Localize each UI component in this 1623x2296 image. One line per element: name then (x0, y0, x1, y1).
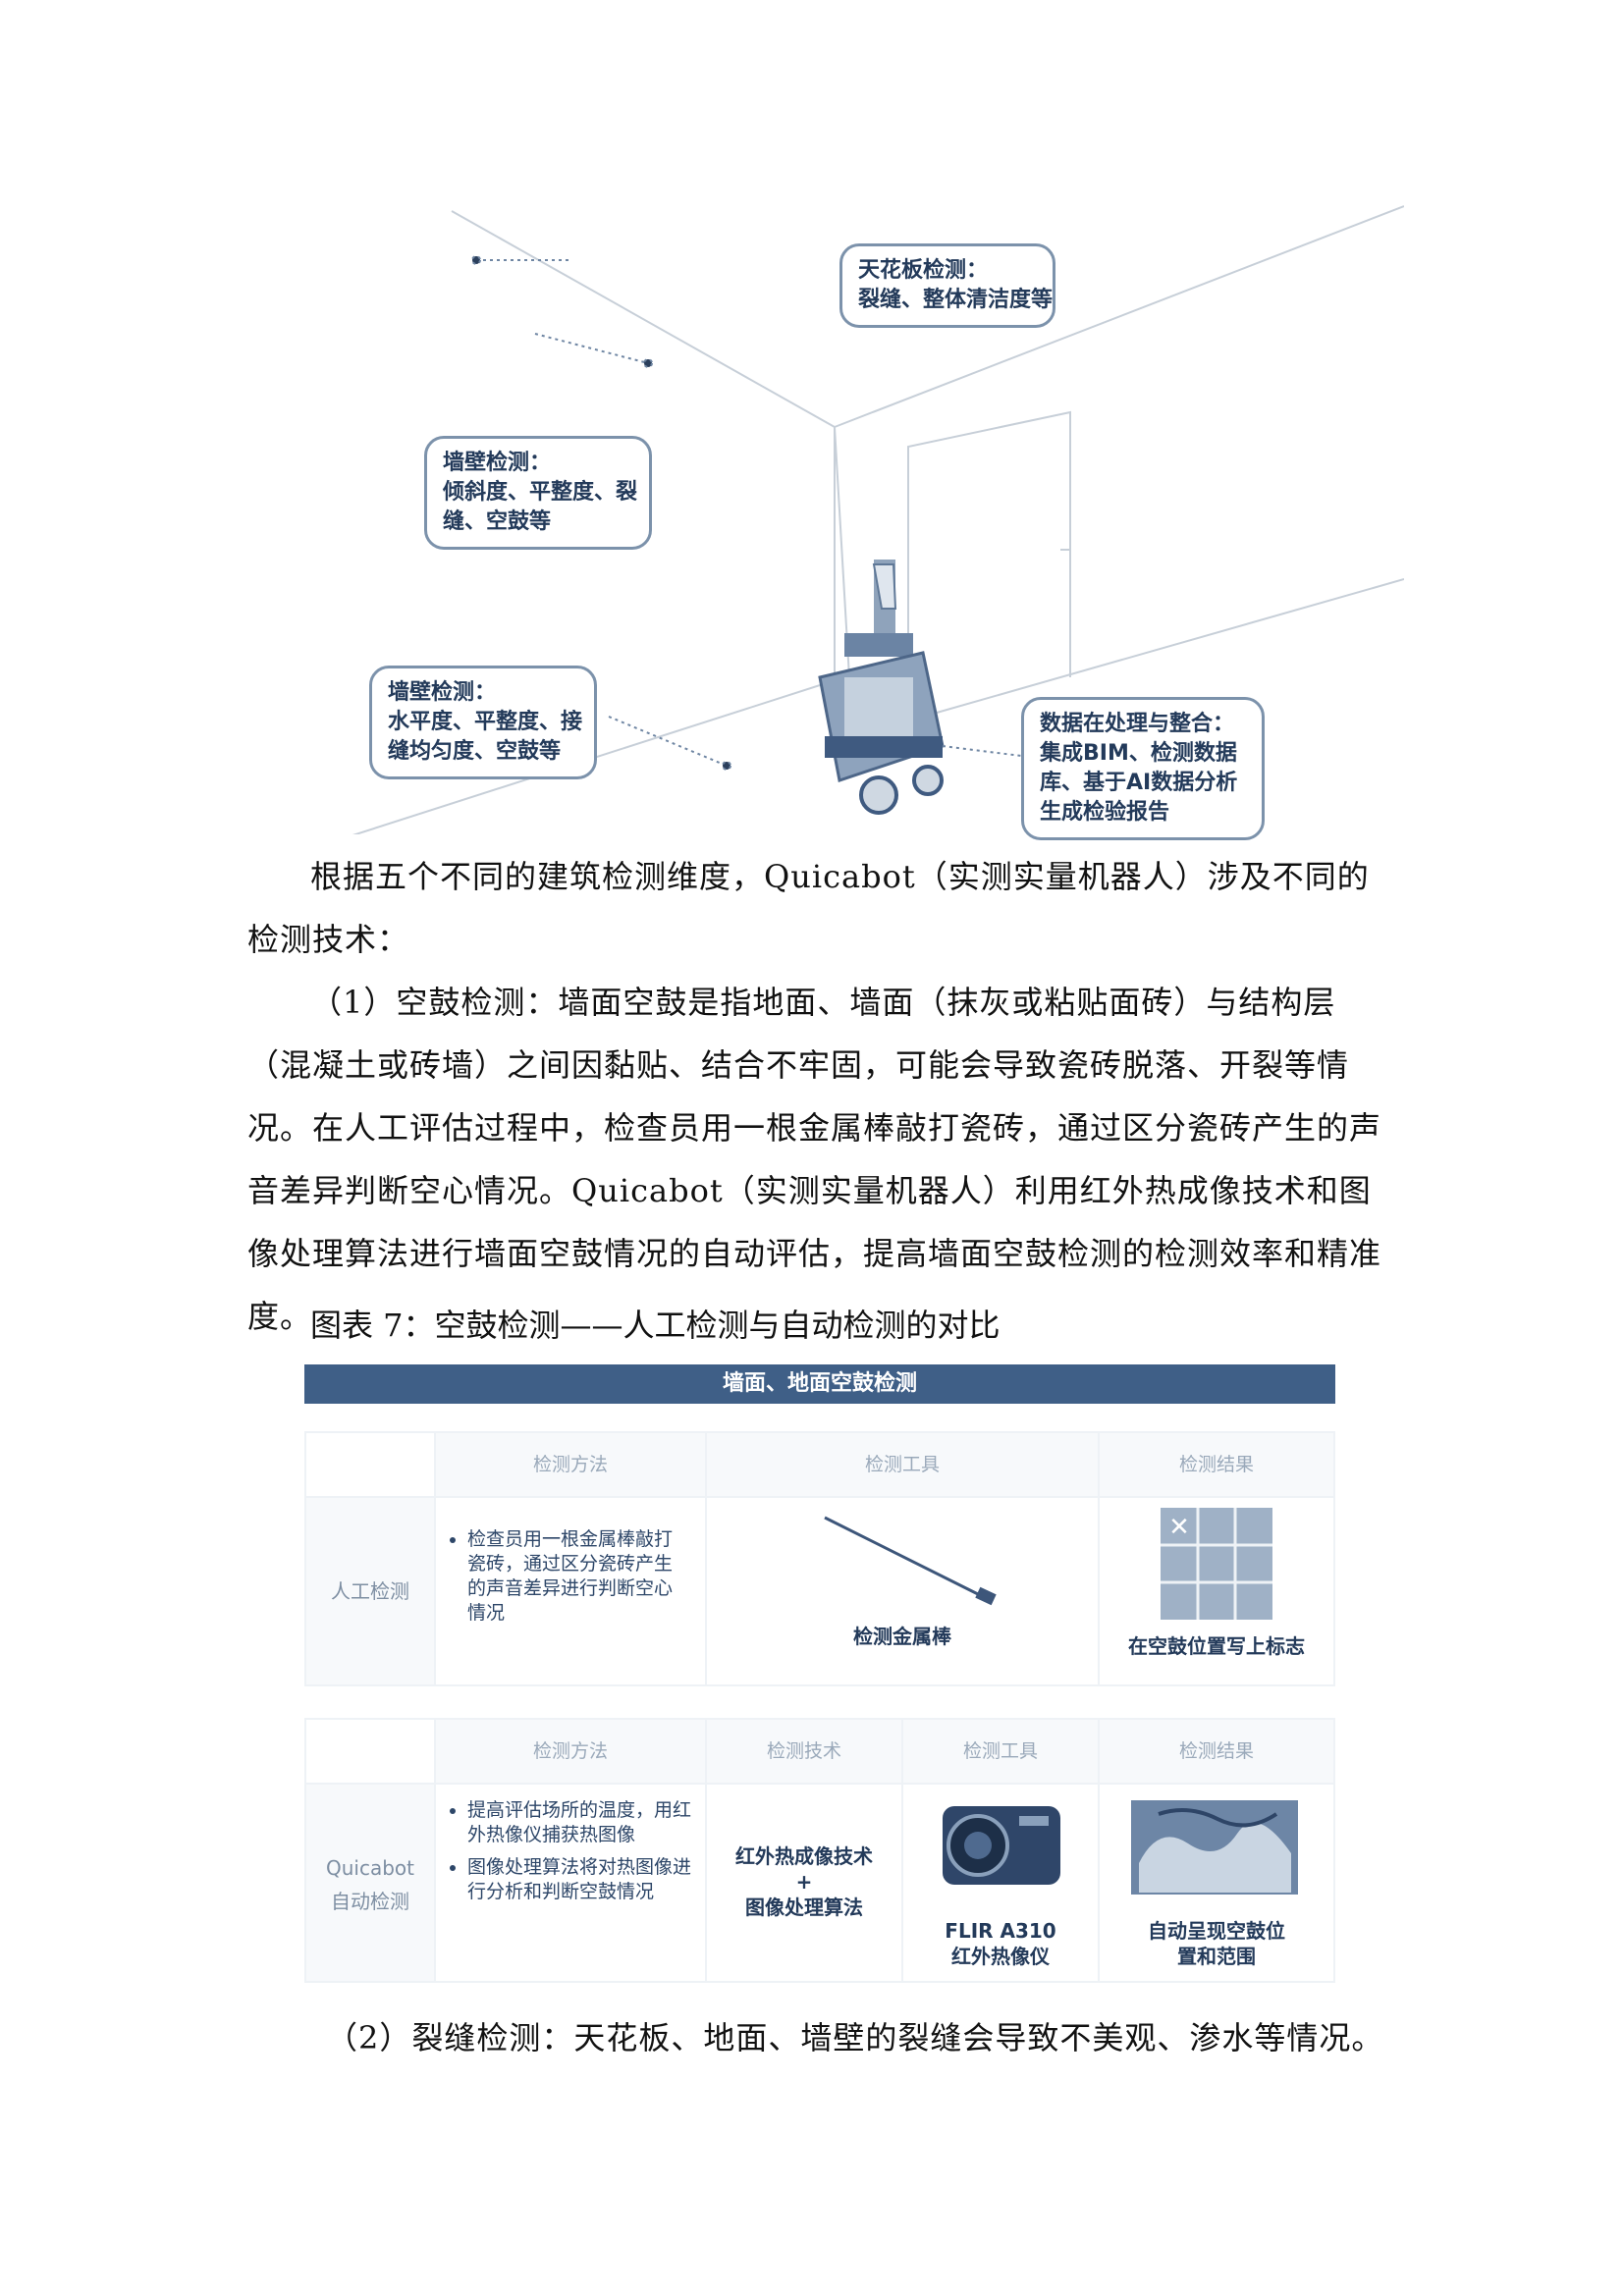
manual-header-result: 检测结果 (1100, 1433, 1333, 1496)
auto-block: 检测方法 检测技术 检测工具 检测结果 Quicabot 自动检测 提高评估场所… (304, 1718, 1335, 1983)
auto-row-label-type: 自动检测 (331, 1890, 409, 1913)
thermal-camera-icon (943, 1806, 1060, 1885)
manual-row-label: 人工检测 (306, 1498, 434, 1684)
callout-wall-tilt: 墙壁检测：倾斜度、平整度、裂缝、空鼓等 (424, 436, 652, 550)
manual-method-cell: 检查员用一根金属棒敲打瓷砖，通过区分瓷砖产生的声音差异进行判断空心情况 (436, 1498, 705, 1684)
crack-detection-text: （2）裂缝检测：天花板、地面、墙壁的裂缝会导致不美观、渗水等情况。 (326, 2019, 1384, 2056)
figure-caption: 图表 7：空鼓检测——人工检测与自动检测的对比 (310, 1307, 1001, 1344)
manual-result-cell: ✕ 在空鼓位置写上标志 (1100, 1498, 1333, 1684)
auto-header-tech: 检测技术 (707, 1720, 901, 1783)
manual-block: 检测方法 检测工具 检测结果 人工检测 检查员用一根金属棒敲打瓷砖，通过区分瓷砖… (304, 1431, 1335, 1686)
auto-header-tool: 检测工具 (903, 1720, 1098, 1783)
robot-inspection-figure: 天花板检测：裂缝、整体清洁度等 墙壁检测：倾斜度、平整度、裂缝、空鼓等 墙壁检测… (295, 167, 1404, 840)
manual-method-bullet: 检查员用一根金属棒敲打瓷砖，通过区分瓷砖产生的声音差异进行判断空心情况 (467, 1527, 687, 1626)
thermal-result-image (1131, 1800, 1298, 1895)
intro-text: 根据五个不同的建筑检测维度，Quicabot（实测实量机器人）涉及不同的检测技术… (247, 858, 1370, 958)
auto-header-result: 检测结果 (1100, 1720, 1333, 1783)
auto-method-cell: 提高评估场所的温度，用红外热像仪捕获热图像 图像处理算法将对热图像进行分析和判断… (436, 1785, 705, 1981)
auto-method-bullet-1: 提高评估场所的温度，用红外热像仪捕获热图像 (467, 1798, 691, 1847)
callout-ceiling: 天花板检测：裂缝、整体清洁度等 (839, 243, 1055, 328)
auto-tech-line-2: + (795, 1870, 813, 1894)
auto-row-label-name: Quicabot (326, 1856, 414, 1880)
auto-result-line-2: 置和范围 (1177, 1945, 1256, 1968)
auto-method-bullet-2: 图像处理算法将对热图像进行分析和判断空鼓情况 (467, 1855, 691, 1904)
quicabot-robot (818, 560, 945, 815)
auto-tool-line-1: FLIR A310 (945, 1919, 1056, 1943)
auto-tool-line-2: 红外热像仪 (951, 1945, 1050, 1968)
auto-result-cell: 自动呈现空鼓位 置和范围 (1100, 1785, 1333, 1981)
marked-tile-grid-image: ✕ (1161, 1508, 1272, 1620)
auto-tech-line-3: 图像处理算法 (745, 1896, 863, 1919)
manual-result-label: 在空鼓位置写上标志 (1128, 1634, 1305, 1658)
auto-result-line-1: 自动呈现空鼓位 (1148, 1919, 1285, 1943)
metal-rod-icon (824, 1516, 997, 1606)
corner-cell (306, 1433, 434, 1496)
manual-tool-label: 检测金属棒 (853, 1625, 951, 1648)
callout-data-processing: 数据在处理与整合：集成BIM、检测数据库、基于AI数据分析生成检验报告 (1021, 697, 1265, 840)
manual-tool-cell: 检测金属棒 (707, 1498, 1098, 1684)
auto-header-method: 检测方法 (436, 1720, 705, 1783)
auto-tech-cell: 红外热成像技术 + 图像处理算法 (707, 1785, 901, 1981)
corner-cell-auto (306, 1720, 434, 1783)
auto-tool-cell: FLIR A310 红外热像仪 (903, 1785, 1098, 1981)
auto-tech-line-1: 红外热成像技术 (735, 1844, 873, 1868)
paragraph-intro: 根据五个不同的建筑检测维度，Quicabot（实测实量机器人）涉及不同的检测技术… (247, 845, 1386, 971)
table-title: 墙面、地面空鼓检测 (304, 1364, 1335, 1404)
hollow-detection-text: （1）空鼓检测：墙面空鼓是指地面、墙面（抹灰或粘贴面砖）与结构层（混凝土或砖墙）… (247, 984, 1382, 1335)
svg-text:✕: ✕ (1168, 1513, 1190, 1542)
hollow-detection-comparison-table: 墙面、地面空鼓检测 检测方法 检测工具 检测结果 人工检测 检查员用一根金属棒敲… (304, 1364, 1335, 1983)
auto-row-label: Quicabot 自动检测 (306, 1785, 434, 1981)
paragraph-crack-detection: （2）裂缝检测：天花板、地面、墙壁的裂缝会导致不美观、渗水等情况。 (247, 2006, 1386, 2069)
callout-wall-level: 墙壁检测：水平度、平整度、接缝均匀度、空鼓等 (369, 666, 597, 779)
paragraph-hollow-detection: （1）空鼓检测：墙面空鼓是指地面、墙面（抹灰或粘贴面砖）与结构层（混凝土或砖墙）… (247, 971, 1386, 1348)
room-illustration (352, 205, 1404, 834)
manual-header-tool: 检测工具 (707, 1433, 1098, 1496)
manual-header-method: 检测方法 (436, 1433, 705, 1496)
